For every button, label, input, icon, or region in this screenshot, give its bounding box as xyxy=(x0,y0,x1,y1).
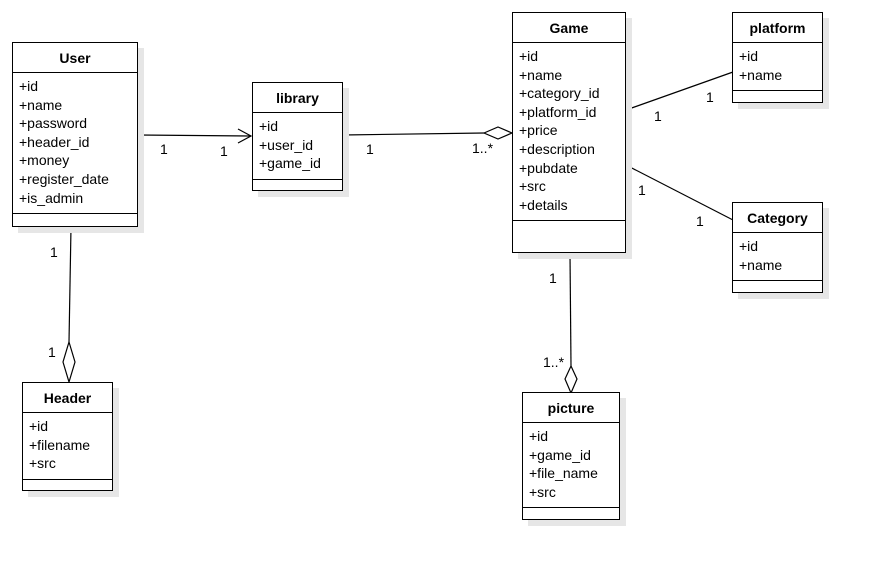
attribute: +money xyxy=(19,152,70,169)
attribute: +name xyxy=(739,256,783,273)
multiplicity-label: 1 xyxy=(638,182,646,198)
attribute-list: +id +name +password +header_id +money +r… xyxy=(13,73,137,215)
arrowhead-library xyxy=(237,128,253,144)
class-title: library xyxy=(253,83,342,113)
class-title: platform xyxy=(733,13,822,43)
multiplicity-label: 1 xyxy=(654,108,662,124)
attribute: +register_date xyxy=(19,170,109,187)
class-user[interactable]: User +id +name +password +header_id +mon… xyxy=(12,42,138,227)
attribute: +src xyxy=(529,483,556,500)
attribute-list: +id +user_id +game_id xyxy=(253,113,342,180)
attribute: +header_id xyxy=(19,133,90,150)
attribute: +category_id xyxy=(519,85,600,102)
attribute: +id xyxy=(259,118,279,134)
attribute: +id xyxy=(29,418,49,434)
class-title: User xyxy=(13,43,137,73)
multiplicity-label: 1 xyxy=(696,213,704,229)
attribute: +pubdate xyxy=(519,159,578,176)
multiplicity-label: 1 xyxy=(706,89,714,105)
attribute: +id xyxy=(529,428,549,444)
attribute: +filename xyxy=(29,436,91,453)
diamond-header-top xyxy=(62,339,76,385)
multiplicity-label: 1 xyxy=(220,143,228,159)
attribute: +src xyxy=(29,455,56,472)
multiplicity-label: 1 xyxy=(160,141,168,157)
attribute: +user_id xyxy=(259,136,314,153)
multiplicity-label: 1 xyxy=(366,141,374,157)
attribute: +id xyxy=(19,78,39,94)
class-game[interactable]: Game +id +name +category_id +platform_id… xyxy=(512,12,626,253)
attribute-list: +id +filename +src xyxy=(23,413,112,480)
edge-library-game xyxy=(342,132,485,136)
multiplicity-label: 1 xyxy=(50,244,58,260)
attribute: +description xyxy=(519,140,595,157)
multiplicity-label: 1..* xyxy=(472,140,494,156)
class-title: Category xyxy=(733,203,822,233)
multiplicity-label: 1..* xyxy=(543,354,565,370)
multiplicity-label: 1 xyxy=(549,270,557,286)
class-platform[interactable]: platform +id +name xyxy=(732,12,823,103)
edge-game-platform xyxy=(625,71,734,111)
attribute: +game_id xyxy=(529,446,591,463)
attribute: +name xyxy=(19,96,63,113)
class-picture[interactable]: picture +id +game_id +file_name +src xyxy=(522,392,620,520)
attribute: +game_id xyxy=(259,155,321,172)
edge-game-picture xyxy=(569,253,572,367)
class-title: picture xyxy=(523,393,619,423)
edge-game-category xyxy=(625,164,734,221)
diamond-game-left xyxy=(482,126,514,140)
attribute: +name xyxy=(519,66,563,83)
attribute-list: +id +name +category_id +platform_id +pri… xyxy=(513,43,625,222)
class-header[interactable]: Header +id +filename +src xyxy=(22,382,113,491)
attribute: +file_name xyxy=(529,465,598,482)
attribute: +password xyxy=(19,115,88,132)
attribute-list: +id +game_id +file_name +src xyxy=(523,423,619,509)
edge-user-library xyxy=(137,134,251,137)
attribute: +details xyxy=(519,196,568,213)
attribute-list: +id +name xyxy=(733,233,822,282)
attribute: +id xyxy=(739,48,759,64)
attribute: +price xyxy=(519,122,558,139)
class-title: Header xyxy=(23,383,112,413)
class-library[interactable]: library +id +user_id +game_id xyxy=(252,82,343,191)
attribute: +id xyxy=(519,48,539,64)
multiplicity-label: 1 xyxy=(48,344,56,360)
attribute: +src xyxy=(519,178,546,195)
class-category[interactable]: Category +id +name xyxy=(732,202,823,293)
attribute-list: +id +name xyxy=(733,43,822,92)
class-title: Game xyxy=(513,13,625,43)
attribute: +id xyxy=(739,238,759,254)
edge-user-header xyxy=(68,226,72,343)
attribute: +platform_id xyxy=(519,103,597,120)
attribute: +name xyxy=(739,66,783,83)
attribute: +is_admin xyxy=(19,189,84,206)
diamond-picture-top xyxy=(564,364,578,395)
